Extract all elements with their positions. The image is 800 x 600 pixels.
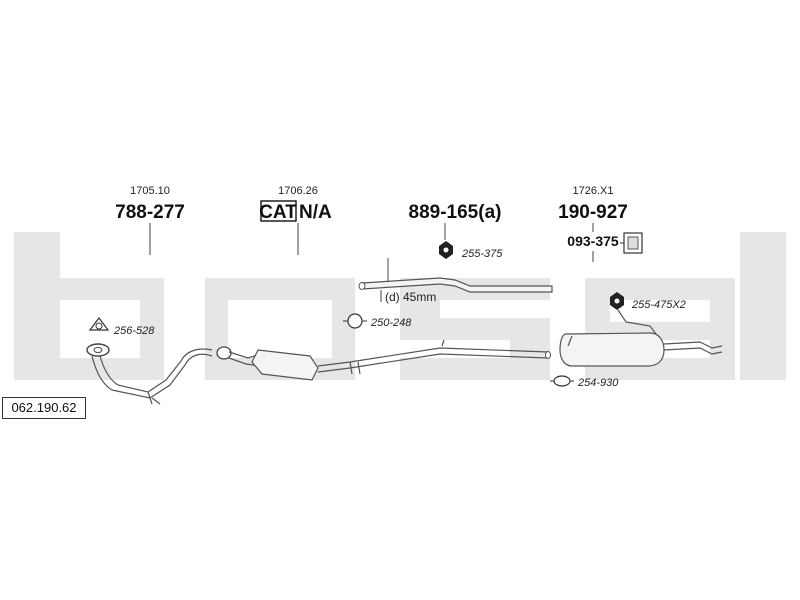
accessory-255-375: 255-375	[461, 248, 503, 260]
intermediate-pipe	[358, 258, 553, 293]
nut-icon	[439, 241, 453, 259]
part-number-1: 788-277	[115, 202, 185, 223]
clamp-icon	[550, 375, 574, 387]
part-number-4: 190-927	[558, 202, 628, 223]
clamp-icon	[343, 313, 367, 329]
mounting-bracket-icon	[620, 232, 643, 254]
part-ref-4: 1726.X1	[573, 185, 614, 197]
part-ref-1: 1705.10	[130, 185, 170, 197]
rear-muffler	[559, 309, 723, 367]
part-ref-2: 1706.26	[278, 185, 318, 197]
part-note-2: N/A	[299, 202, 332, 223]
cat-box	[260, 200, 297, 222]
catalog-number-box: 062.190.62	[2, 397, 86, 419]
gasket-icon	[88, 317, 110, 331]
accessory-255-475x2: 255-475X2	[631, 299, 686, 311]
pipe-diameter-label: (d) 45mm	[385, 290, 436, 304]
accessory-256-528: 256-528	[113, 325, 155, 337]
secondary-part-number: 093-375	[567, 233, 619, 249]
part-number-3: 889-165(a)	[409, 202, 502, 223]
front-pipe	[86, 343, 213, 405]
accessory-254-930: 254-930	[577, 377, 619, 389]
part-number-2: CAT	[259, 202, 297, 223]
watermark-cutouts	[60, 300, 710, 358]
catalog-number: 062.190.62	[11, 400, 77, 415]
nut-icon	[610, 292, 624, 310]
accessory-250-248: 250-248	[370, 317, 412, 329]
catalytic-converter	[216, 339, 551, 381]
